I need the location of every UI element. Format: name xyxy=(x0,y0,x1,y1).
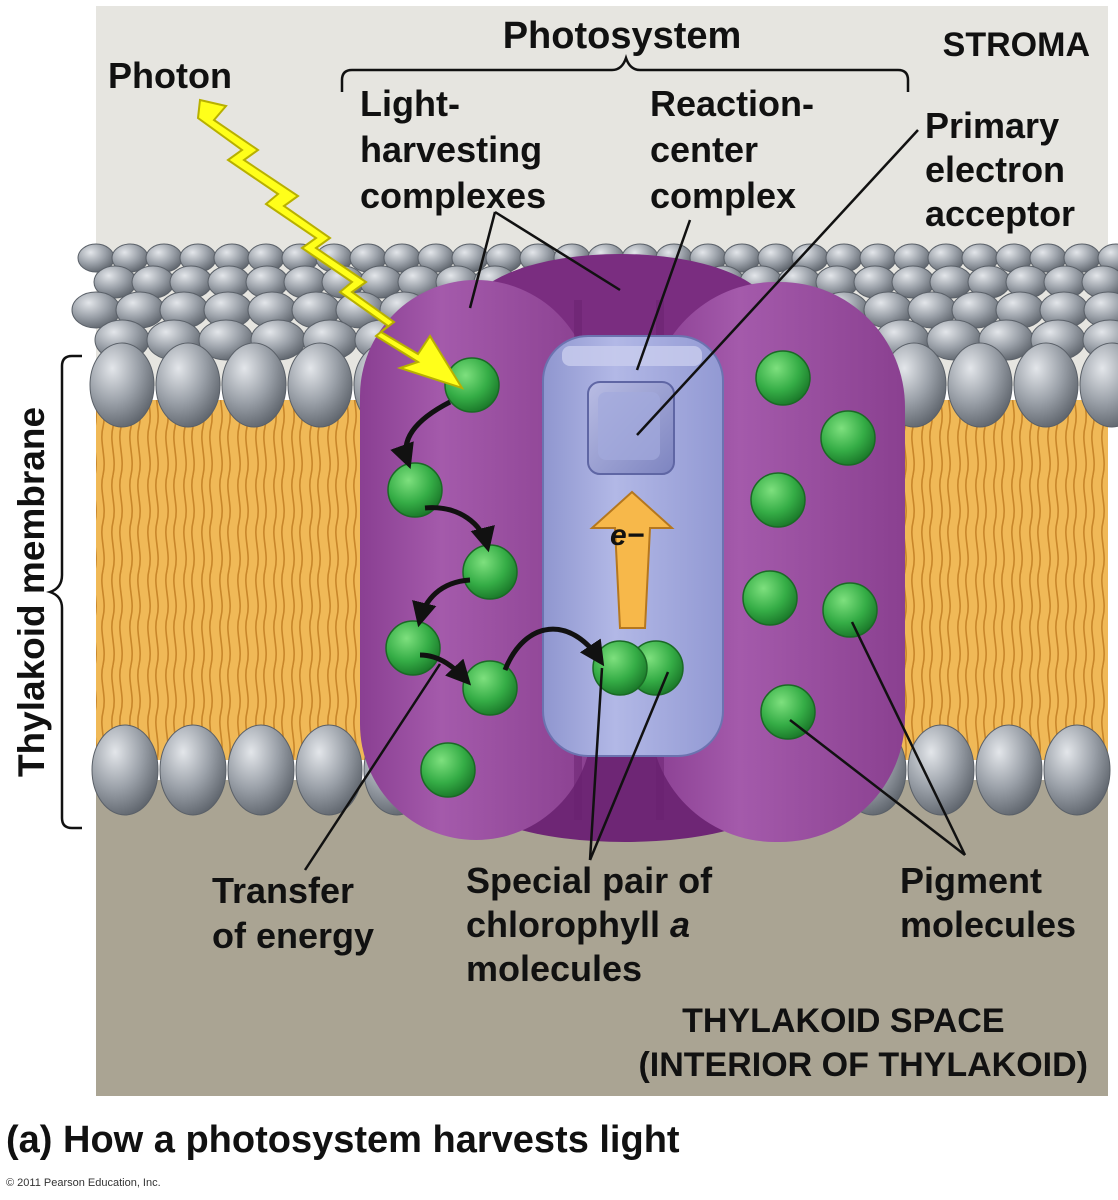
lipid-head xyxy=(907,724,975,816)
pigment-molecules-label: Pigment molecules xyxy=(900,860,1076,945)
lipid-head xyxy=(227,724,295,816)
pigment-molecule xyxy=(820,410,876,466)
thylakoid-membrane-label: Thylakoid membrane xyxy=(11,407,52,777)
figure-caption: (a) How a photosystem harvests light xyxy=(6,1119,680,1161)
lipid-head xyxy=(947,342,1013,428)
thylakoid-membrane-bracket xyxy=(46,354,82,830)
pigment-molecule xyxy=(760,684,816,740)
photosystem-label: Photosystem xyxy=(503,15,742,57)
pigment-molecule xyxy=(385,620,441,676)
pigment-molecule xyxy=(444,357,500,413)
pigment-molecules xyxy=(385,350,878,798)
photon-label: Photon xyxy=(108,55,232,96)
leader-lines xyxy=(303,129,967,871)
electron-arrow xyxy=(589,490,675,629)
pigment-molecule xyxy=(462,660,518,716)
stroma-label: STROMA xyxy=(943,26,1090,64)
photon-lightning-bolt xyxy=(196,98,465,390)
thylakoid-space-label: THYLAKOID SPACE (INTERIOR OF THYLAKOID) xyxy=(638,1002,1088,1084)
pigment-molecule xyxy=(387,462,443,518)
pigment-molecule xyxy=(742,570,798,626)
lipid-head xyxy=(91,724,159,816)
lipid-head xyxy=(295,724,363,816)
pigment-molecule xyxy=(462,544,518,600)
special-pair-label: Special pair of chlorophyll a molecules xyxy=(466,860,722,989)
light-harvesting-label: Light- harvesting complexes xyxy=(360,83,552,216)
lipid-head xyxy=(975,724,1043,816)
lipid-head xyxy=(89,342,155,428)
transfer-of-energy-label: Transfer of energy xyxy=(212,870,374,956)
pigment-molecule xyxy=(750,472,806,528)
energy-transfer-arrows xyxy=(390,399,605,686)
photosystem-complex: e− xyxy=(360,254,905,842)
lipid-head xyxy=(221,342,287,428)
photosystem-bracket xyxy=(340,54,910,92)
special-pair-chlorophyll-left xyxy=(592,640,648,696)
pigment-molecule xyxy=(420,742,476,798)
primary-electron-acceptor-label: Primary electron acceptor xyxy=(925,105,1075,234)
lipid-head xyxy=(1013,342,1079,428)
electron-label: e− xyxy=(610,519,644,552)
pigment-molecule xyxy=(822,582,878,638)
lipid-head xyxy=(1043,724,1111,816)
reaction-center-label: Reaction- center complex xyxy=(650,83,824,216)
lipid-head xyxy=(155,342,221,428)
copyright-notice: © 2011 Pearson Education, Inc. xyxy=(6,1177,161,1189)
lipid-head xyxy=(287,342,353,428)
lipid-head xyxy=(159,724,227,816)
pigment-molecule xyxy=(755,350,811,406)
lipid-head xyxy=(1079,342,1118,428)
